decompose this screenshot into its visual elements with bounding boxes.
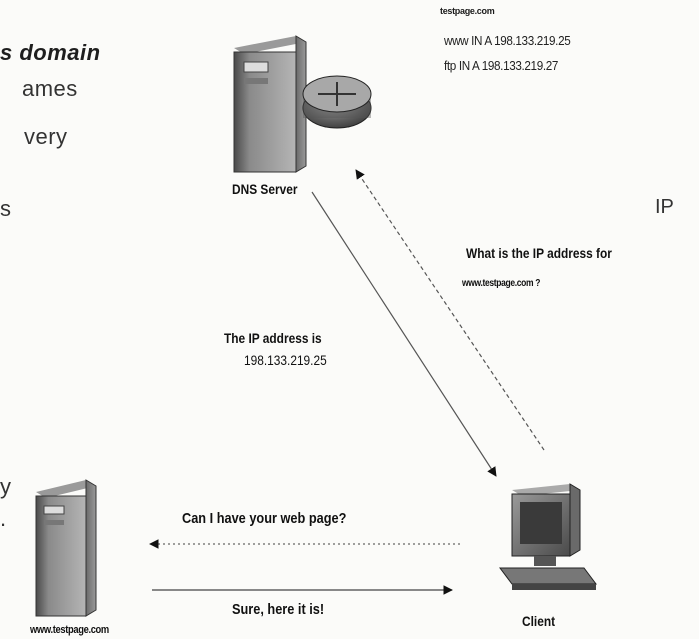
router-icon <box>302 75 372 129</box>
reply-text-line1: The IP address is <box>224 330 322 346</box>
dns-server-icon <box>233 35 372 173</box>
dns-query-arrow <box>355 169 545 451</box>
left-text-fragment-domain: s domain <box>0 40 101 65</box>
reply-text-line2: 198.133.219.25 <box>244 352 327 368</box>
web-server-label: www.testpage.com <box>30 624 109 636</box>
client-computer-icon <box>499 483 597 590</box>
left-text-fragment-dot: . <box>0 506 7 531</box>
http-response-text: Sure, here it is! <box>232 601 325 618</box>
query-text-line1: What is the IP address for <box>466 245 612 261</box>
zone-record-ftp: ftp IN A 198.133.219.27 <box>444 58 559 73</box>
left-text-fragment-every: very <box>24 124 68 149</box>
left-text-fragment-s: s <box>0 196 12 221</box>
web-server-icon <box>35 479 97 617</box>
http-request-text: Can I have your web page? <box>182 510 347 527</box>
query-text-line2: www.testpage.com ? <box>462 278 541 289</box>
zone-file-title: testpage.com <box>440 6 495 16</box>
left-text-fragment-y: y <box>0 474 12 499</box>
dns-server-label: DNS Server <box>232 181 298 197</box>
client-label: Client <box>522 613 556 629</box>
left-text-fragment-names: ames <box>22 76 78 101</box>
zone-record-www: www IN A 198.133.219.25 <box>444 33 571 48</box>
dns-reply-arrow <box>311 191 497 477</box>
ip-fragment: IP <box>655 196 674 218</box>
